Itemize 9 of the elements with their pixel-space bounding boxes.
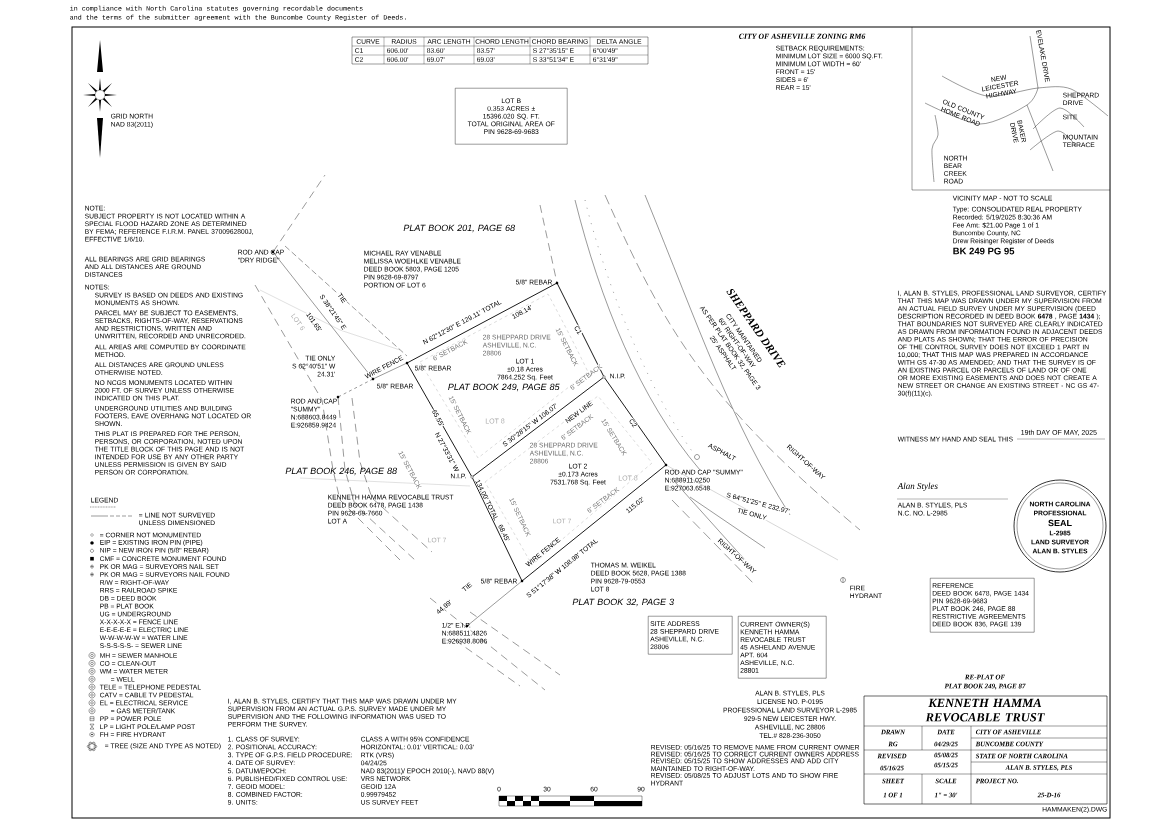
- plat-book-label: PLAT BOOK 32, PAGE 3: [572, 598, 674, 607]
- plat-book-label: PLAT BOOK 246, PAGE 88: [285, 467, 397, 476]
- seal-text: SEAL: [1048, 519, 1072, 527]
- title-text: KENNETH HAMMA REVOCABLE TRUST: [925, 698, 1045, 722]
- seal: [1013, 479, 1107, 573]
- recording-stamp-text: BK 249 PG 95: [953, 247, 1015, 255]
- signature: Alan Styles: [897, 482, 938, 491]
- plat-book-label: PLAT BOOK 201, PAGE 68: [403, 224, 515, 233]
- plat-book-label: PLAT BOOK 249, PAGE 85: [448, 383, 560, 392]
